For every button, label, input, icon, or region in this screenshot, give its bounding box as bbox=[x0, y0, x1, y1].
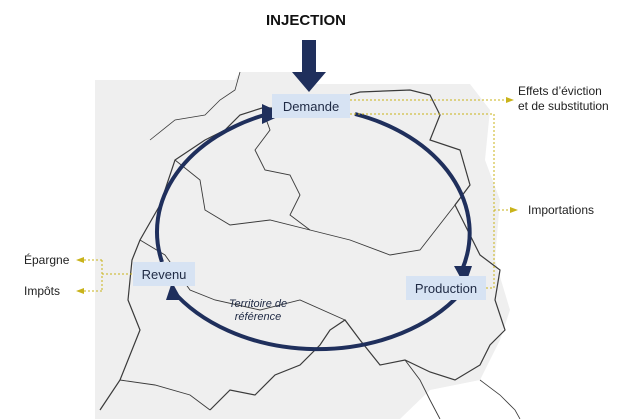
internal-border-4 bbox=[119, 379, 211, 411]
node-revenu-label: Revenu bbox=[141, 266, 187, 282]
internal-border-3 bbox=[139, 239, 346, 321]
leak-arrowhead-importations bbox=[510, 207, 518, 213]
leak-arrowhead-effets bbox=[506, 97, 514, 103]
node-demande-label: Demande bbox=[282, 98, 340, 114]
node-demande: Demande bbox=[272, 94, 350, 118]
injection-title: INJECTION bbox=[266, 12, 347, 29]
leak-arrowhead-impots bbox=[76, 288, 84, 294]
label-impots: Impôts bbox=[24, 284, 61, 298]
outer-border-1 bbox=[149, 71, 241, 141]
outer-border-2 bbox=[479, 379, 521, 419]
territory-label-line2: référence bbox=[234, 311, 282, 323]
leak-line-importations bbox=[350, 113, 495, 289]
node-production-label: Production bbox=[414, 280, 478, 296]
node-production: Production bbox=[406, 276, 486, 300]
leak-arrowhead-epargne bbox=[76, 257, 84, 263]
injection-arrow-head bbox=[292, 72, 326, 92]
label-importations: Importations bbox=[528, 203, 595, 217]
node-revenu: Revenu bbox=[133, 262, 195, 286]
label-epargne: Épargne bbox=[24, 253, 70, 267]
cycle-arc-top-right bbox=[354, 112, 472, 271]
cycle-arrowhead-revenu bbox=[166, 282, 182, 300]
cycle-arc-bottom bbox=[170, 288, 462, 352]
label-effets-line2: et de substitution bbox=[518, 99, 609, 113]
internal-border-1 bbox=[254, 107, 311, 231]
territory-label: Territoire de référence bbox=[222, 298, 294, 324]
internal-border-5 bbox=[404, 359, 441, 419]
injection-arrow-shaft bbox=[302, 40, 316, 74]
cycle-arc-top-left bbox=[155, 112, 269, 263]
internal-border-2 bbox=[174, 159, 456, 256]
territory-label-line1: Territoire de bbox=[228, 298, 288, 310]
label-effets-line1: Effets d’éviction bbox=[518, 84, 602, 98]
